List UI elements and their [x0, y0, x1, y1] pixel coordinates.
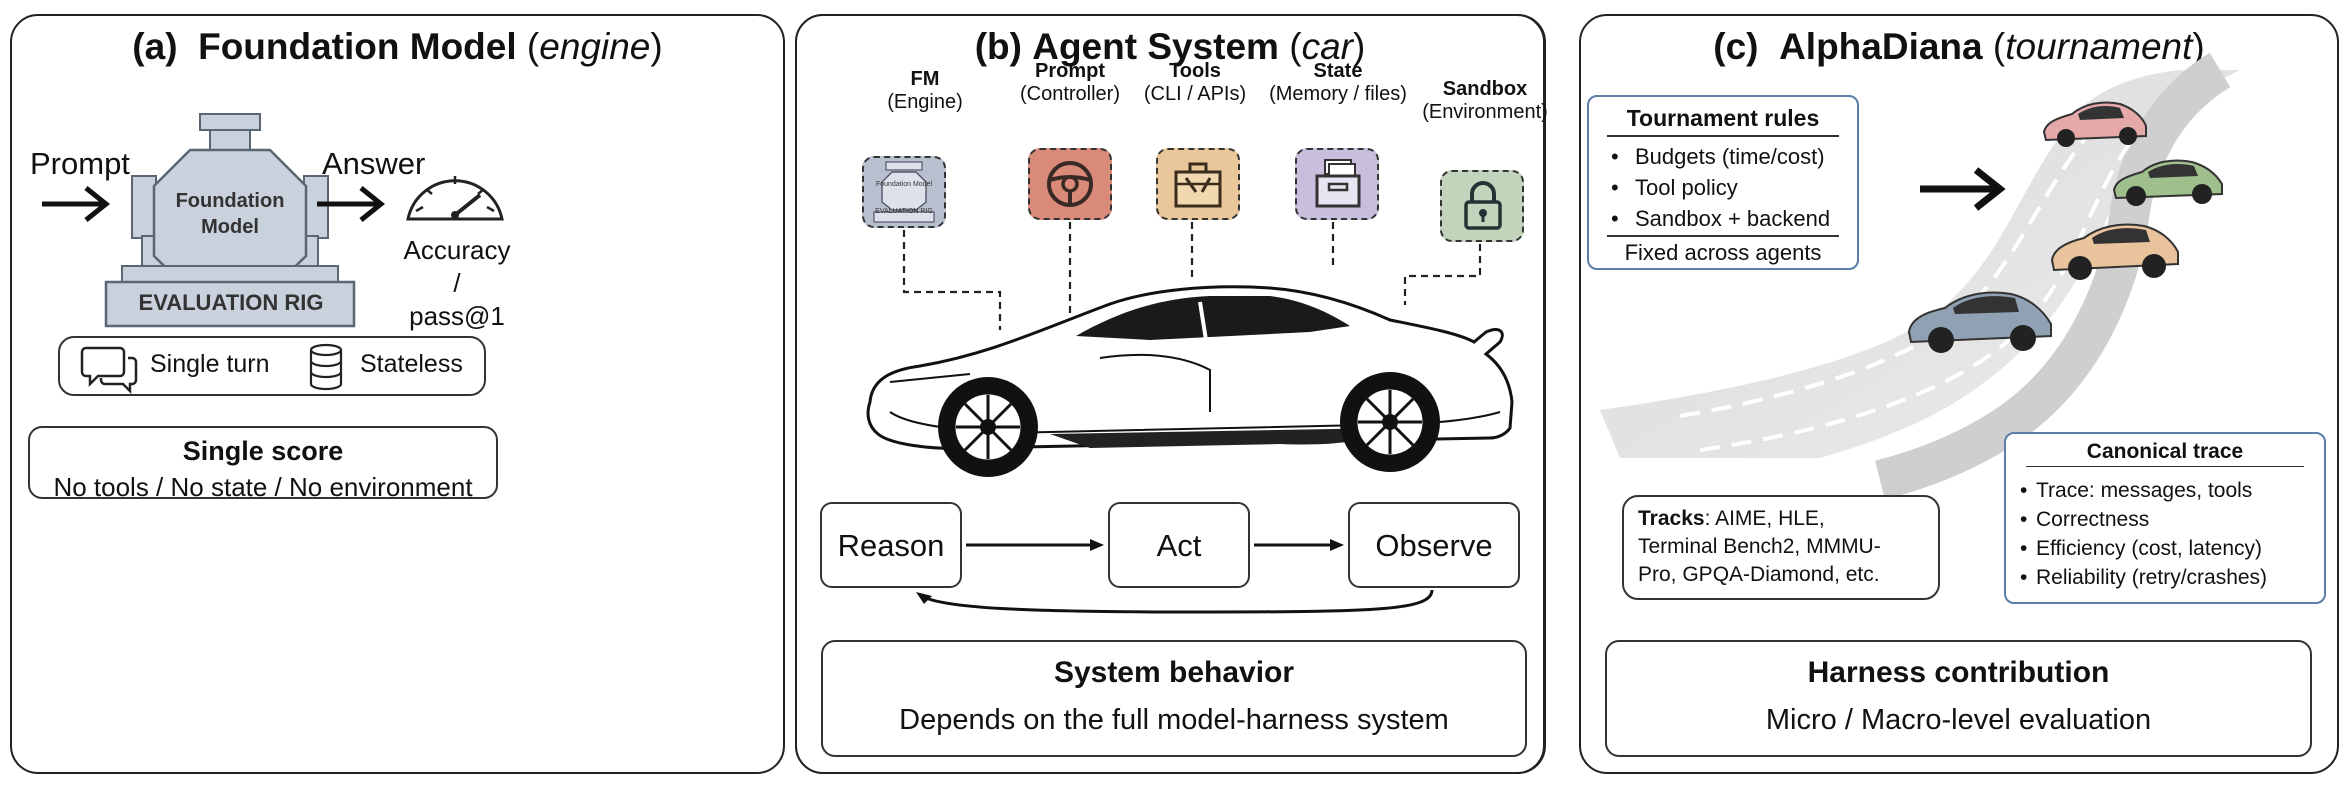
summary-c-text: Micro / Macro-level evaluation: [1765, 704, 2152, 736]
loop-reason: Reason: [820, 502, 962, 588]
component-fm-label: FM (Engine): [887, 68, 963, 113]
loop-observe: Observe: [1348, 502, 1520, 588]
panel-a-title: (a) Foundation Model (engine): [132, 26, 663, 67]
answer-arrow: [317, 186, 386, 222]
database-icon: [309, 343, 343, 391]
trace-item: Trace: messages, tools: [2020, 476, 2267, 505]
panel-c-title: (c) AlphaDiana (tournament): [1713, 26, 2205, 67]
race-car-green: [2112, 159, 2223, 206]
component-state-label: State (Memory / files): [1269, 60, 1407, 105]
rules-title: Tournament rules: [1607, 105, 1839, 137]
chat-bubbles-icon: [80, 346, 138, 395]
summary-a-text: No tools / No state / No environment: [53, 472, 473, 502]
panel-c-summary: Harness contribution Micro / Macro-level…: [1605, 640, 2312, 757]
rule-item: Tool policy: [1611, 172, 1830, 203]
steering-wheel-icon: [1047, 161, 1093, 207]
prompt-label: Prompt: [30, 146, 130, 181]
trace-item: Efficiency (cost, latency): [2020, 534, 2267, 563]
features-box: Single turn Stateless: [58, 336, 486, 396]
race-car-blue: [1907, 291, 2052, 353]
canonical-trace-box: Canonical trace Trace: messages, tools C…: [2004, 432, 2326, 604]
sports-car-illustration: [866, 285, 1514, 477]
rig-label: EVALUATION RIG: [138, 290, 324, 315]
steering-wheel-icon-box: [1028, 148, 1112, 220]
loop-act: Act: [1108, 502, 1250, 588]
tracks-box: Tracks: AIME, HLE, Terminal Bench2, MMMU…: [1622, 495, 1940, 600]
panel-b-title: (b) Agent System (car): [974, 26, 1366, 67]
toolbox-icon: [1174, 162, 1222, 208]
engine-icon: [873, 161, 935, 223]
rule-item: Budgets (time/cost): [1611, 141, 1830, 172]
gauge-icon: [406, 176, 504, 221]
trace-title: Canonical trace: [2026, 440, 2304, 467]
evaluation-rig-illustration: [104, 113, 356, 328]
direction-arrow: [1920, 167, 2006, 211]
summary-c-title: Harness contribution: [1807, 656, 2110, 689]
trace-list: Trace: messages, tools Correctness Effic…: [2016, 476, 2267, 592]
tracks-text: Tracks: AIME, HLE, Terminal Bench2, MMMU…: [1638, 507, 1881, 586]
panel-foundation-model: (a) Foundation Model (engine) Prompt Fou…: [10, 14, 785, 774]
tournament-rules-box: Tournament rules Budgets (time/cost) Too…: [1587, 95, 1859, 270]
component-sandbox-label: Sandbox (Environment): [1422, 78, 1548, 123]
summary-b-title: System behavior: [1053, 656, 1295, 689]
summary-a-title: Single score: [182, 436, 344, 466]
feature-single-turn: Single turn: [150, 350, 270, 378]
feature-stateless: Stateless: [360, 350, 463, 378]
file-cabinet-icon: [1315, 159, 1361, 208]
panel-b-summary: System behavior Depends on the full mode…: [821, 640, 1527, 757]
summary-b-text: Depends on the full model-harness system: [899, 704, 1449, 736]
rules-list: Budgets (time/cost) Tool policy Sandbox …: [1599, 141, 1830, 234]
trace-item: Correctness: [2020, 505, 2267, 534]
race-car-orange: [2050, 223, 2179, 280]
rule-item: Sandbox + backend: [1611, 203, 1830, 234]
answer-label: Answer: [322, 146, 426, 181]
component-tools-label: Tools (CLI / APIs): [1143, 60, 1247, 105]
panel-a-summary: Single score No tools / No state / No en…: [28, 426, 498, 502]
prompt-arrow: [42, 186, 111, 222]
machine-label: Foundation Model: [175, 190, 285, 238]
race-car-pink: [2042, 101, 2147, 147]
component-prompt-label: Prompt (Controller): [1019, 60, 1121, 105]
rules-footer: Fixed across agents: [1607, 235, 1839, 266]
metric-label: Accuracy / pass@1: [403, 235, 511, 331]
lock-icon: [1464, 181, 1502, 230]
trace-item: Reliability (retry/crashes): [2020, 563, 2267, 592]
